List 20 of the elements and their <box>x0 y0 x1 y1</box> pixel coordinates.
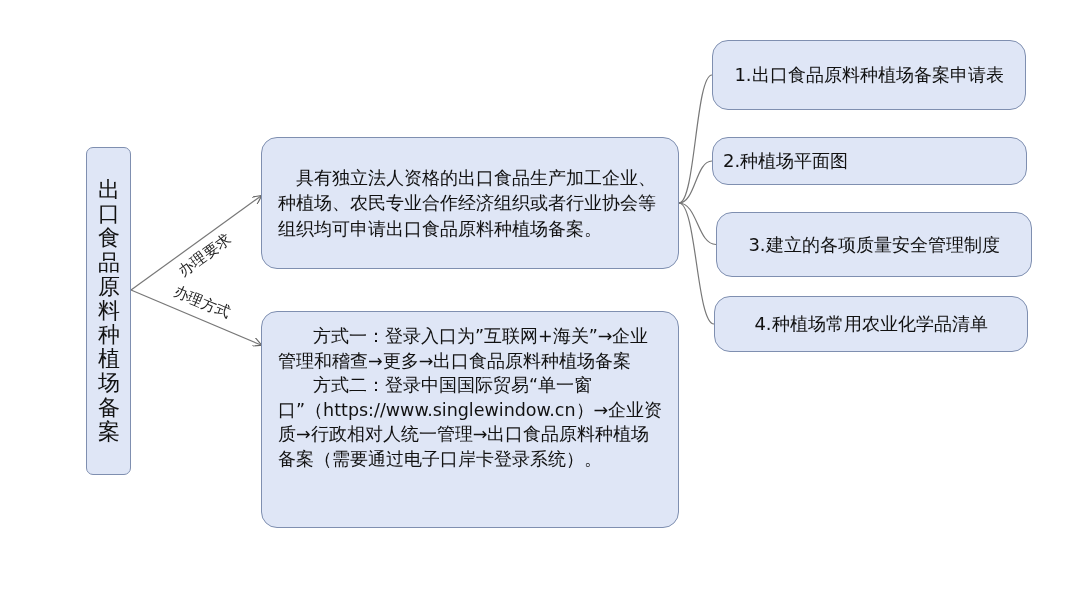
connector <box>130 289 263 347</box>
connector <box>678 160 713 204</box>
connector <box>678 202 715 325</box>
process-box <box>261 311 679 528</box>
process-box <box>86 147 131 475</box>
process-box <box>716 212 1032 277</box>
process-box <box>714 296 1028 352</box>
node-text: 3.建立的各项质量安全管理制度 <box>748 232 1000 257</box>
node-text: 方式二：登录中国国际贸易“单一窗口”（https://www.singlewindow.cn）→企业资质→行政相对人统一管理→出口食品原料种植场备案（需要通过电子口岸卡登录系统）。 <box>278 374 664 471</box>
process-box <box>712 137 1027 185</box>
process-box <box>261 137 679 269</box>
node-text: 1.出口食品原料种植场备案申请表 <box>734 63 1004 88</box>
connector <box>678 74 713 204</box>
node-text: 4.种植场常用农业化学品清单 <box>754 312 988 337</box>
node-text: 2.种植场平面图 <box>723 149 850 174</box>
node-text: 方式一：登录入口为”互联网+海关”→企业管理和稽查→更多→出口食品原料种植场备案 <box>278 325 650 373</box>
connector <box>130 194 263 291</box>
node-text: 出口食品原料种植场备案 <box>97 177 120 445</box>
process-box <box>712 40 1026 110</box>
node-text: 具有独立法人资格的出口食品生产加工企业、种植场、农民专业合作经济组织或者行业协会等组织均可申请出口食品原料种植场备案。 <box>278 166 657 241</box>
